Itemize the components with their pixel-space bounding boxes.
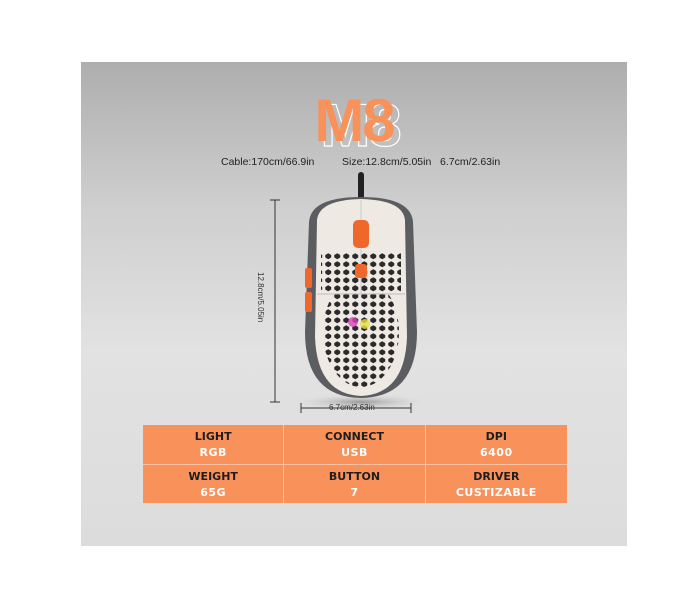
mouse-image bbox=[270, 172, 431, 413]
spec-value: 65G bbox=[200, 485, 227, 499]
spec-driver: DRIVER CUSTIZABLE bbox=[425, 464, 567, 503]
cable-spec: Cable:170cm/66.9in bbox=[221, 156, 315, 168]
spec-value: RGB bbox=[199, 446, 227, 459]
spec-table: LIGHT RGB CONNECT USB DPI 6400 WEIGHT 65G BU… bbox=[143, 425, 567, 503]
width-dimension: 6.7cm/2.63in bbox=[329, 403, 375, 412]
dpi-button bbox=[355, 264, 367, 278]
spec-label: CONNECT bbox=[325, 430, 384, 443]
spec-button: BUTTON 7 bbox=[284, 464, 426, 503]
spec-value: CUSTIZABLE bbox=[455, 485, 537, 499]
side-button bbox=[305, 268, 312, 288]
spec-connect: CONNECT USB bbox=[284, 425, 426, 464]
spec-weight: WEIGHT 65G bbox=[143, 464, 285, 503]
scroll-wheel bbox=[353, 220, 369, 248]
spec-value: 7 bbox=[350, 485, 359, 499]
spec-label: DPI bbox=[485, 430, 507, 443]
height-dimension: 12.8cm/5.05in bbox=[256, 272, 265, 323]
product-banner: M8 M8 Cable:170cm/66.9in Size:12.8cm/5.0… bbox=[81, 62, 627, 546]
spec-value: USB bbox=[341, 446, 368, 459]
size-spec: Size:12.8cm/5.05in 6.7cm/2.63in bbox=[342, 156, 501, 168]
spec-label: LIGHT bbox=[194, 430, 232, 443]
spec-light: LIGHT RGB bbox=[143, 425, 285, 464]
spec-label: DRIVER bbox=[473, 469, 520, 483]
cable bbox=[358, 172, 364, 204]
spec-label: WEIGHT bbox=[188, 469, 238, 483]
side-button bbox=[305, 292, 312, 312]
model-title-outline: M8 bbox=[320, 92, 403, 159]
spec-value: 6400 bbox=[480, 446, 513, 459]
spec-label: BUTTON bbox=[328, 469, 381, 483]
model-title: M8 bbox=[314, 87, 395, 154]
spec-dpi: DPI 6400 bbox=[426, 425, 567, 464]
